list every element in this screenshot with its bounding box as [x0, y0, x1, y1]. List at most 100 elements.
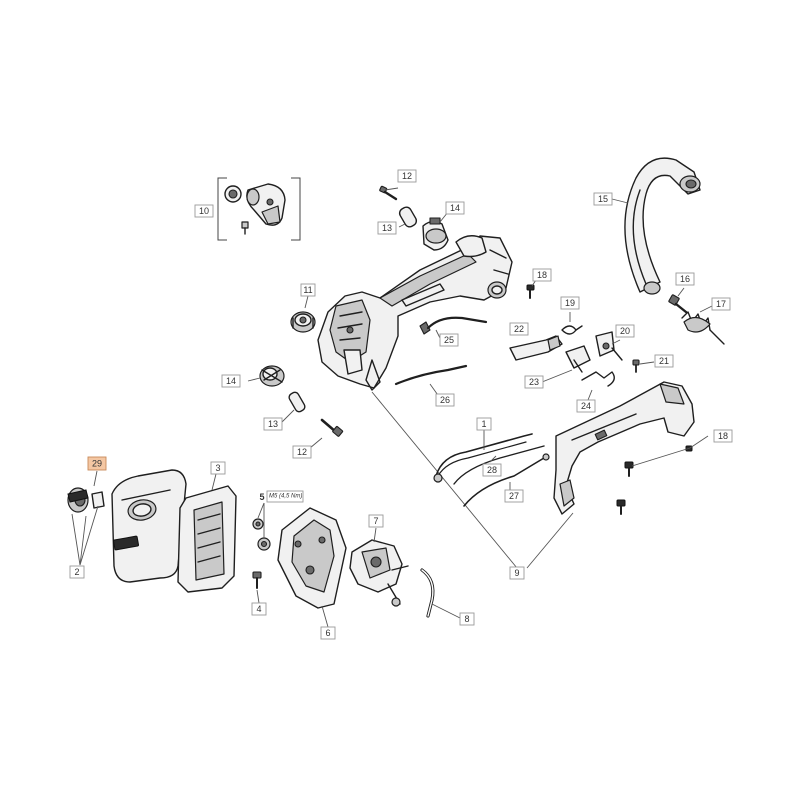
svg-text:29: 29 [92, 459, 102, 469]
svg-text:13: 13 [268, 419, 278, 429]
callout-8: 8 [459, 612, 475, 626]
callout-28: 28 [482, 463, 502, 477]
part-29-knob [67, 470, 105, 513]
callout-6: 6 [320, 626, 336, 640]
part-17-spring [681, 305, 725, 345]
part-11-fitting [290, 295, 316, 333]
part-16-bolt [668, 287, 688, 314]
svg-text:21: 21 [659, 356, 669, 366]
callout-7: 7 [368, 514, 384, 528]
svg-text:14: 14 [226, 376, 236, 386]
part-15-front-handle [611, 157, 701, 295]
svg-text:25: 25 [444, 335, 454, 345]
svg-text:23: 23 [529, 377, 539, 387]
svg-text:3: 3 [215, 463, 220, 473]
part-9-side-handle [553, 381, 695, 515]
callout-27: 27 [504, 489, 524, 503]
part-2-filter-cover [71, 469, 187, 583]
svg-text:7: 7 [373, 516, 378, 526]
part-1-rod [433, 430, 533, 483]
part-5-torque-spec: M5 (4,5 Nm) [269, 494, 302, 500]
part-18-screw-top [526, 279, 537, 299]
svg-text:19: 19 [565, 298, 575, 308]
callout-15: 15 [593, 192, 613, 206]
svg-text:2: 2 [74, 567, 79, 577]
callout-13-left: 13 [263, 417, 283, 431]
callout-18-right: 18 [713, 429, 733, 443]
callout-16: 16 [675, 272, 695, 286]
svg-text:16: 16 [680, 274, 690, 284]
part-9-leaders [371, 391, 574, 569]
callout-14-left: 14 [221, 374, 241, 388]
svg-text:18: 18 [537, 270, 547, 280]
part-21-screw [632, 359, 655, 373]
part-23-trigger [541, 345, 591, 383]
part-3-air-filter [177, 473, 237, 593]
svg-text:10: 10 [199, 206, 209, 216]
svg-text:8: 8 [464, 614, 469, 624]
svg-text:27: 27 [509, 491, 519, 501]
svg-text:18: 18 [718, 431, 728, 441]
part-26-hose [394, 364, 468, 399]
svg-text:4: 4 [256, 604, 261, 614]
callout-2: 2 [69, 565, 85, 579]
callout-25: 25 [439, 333, 459, 347]
part-18-screws-right [616, 435, 709, 515]
part-19-spring [561, 312, 583, 335]
svg-text:9: 9 [514, 568, 519, 578]
part-20-trigger [595, 331, 623, 361]
part-12-bolt-top [379, 185, 399, 201]
svg-text:5: 5 [259, 492, 264, 502]
callout-21: 21 [654, 354, 674, 368]
part-22-lever [509, 335, 563, 361]
callout-14-top: 14 [445, 201, 465, 215]
callout-22: 22 [509, 322, 529, 336]
callout-17: 17 [711, 297, 731, 311]
callout-1: 1 [476, 417, 492, 431]
svg-text:28: 28 [487, 465, 497, 475]
callout-24: 24 [576, 399, 596, 413]
svg-text:24: 24 [581, 401, 591, 411]
callout-26: 26 [435, 393, 455, 407]
part-4-screw [252, 571, 262, 604]
svg-text:26: 26 [440, 395, 450, 405]
callout-19: 19 [560, 296, 580, 310]
part-25-hose [419, 316, 488, 339]
part-10-intake-elbow [217, 177, 301, 241]
callout-12-top: 12 [397, 169, 417, 183]
svg-text:12: 12 [297, 447, 307, 457]
callout-9: 9 [509, 566, 525, 580]
part-8-fuel-line [420, 568, 461, 619]
callout-23: 23 [524, 375, 544, 389]
svg-text:6: 6 [325, 628, 330, 638]
part-27-cable [463, 453, 550, 507]
part-12-bolt-left [309, 418, 344, 449]
svg-text:12: 12 [402, 171, 412, 181]
svg-text:1: 1 [481, 419, 486, 429]
svg-text:15: 15 [598, 194, 608, 204]
callout-29-highlighted: 29 [87, 456, 107, 471]
svg-text:14: 14 [450, 203, 460, 213]
part-6-filter-base [277, 507, 347, 628]
svg-text:22: 22 [514, 324, 524, 334]
callout-20: 20 [615, 324, 635, 338]
part-7-carburetor [349, 527, 409, 607]
rear-handle-housing [317, 235, 513, 391]
part-28-cable [453, 445, 545, 485]
callout-4: 4 [251, 602, 267, 616]
callout-11: 11 [300, 283, 316, 297]
part-13-sleeve-left [281, 391, 306, 423]
part-5-screws [252, 502, 271, 551]
callout-5: 5 M5 (4,5 Nm) [259, 490, 304, 503]
svg-text:20: 20 [620, 326, 630, 336]
part-14-damper-top [422, 211, 449, 251]
callout-18-top: 18 [532, 268, 552, 282]
part-13-sleeve-top [398, 206, 418, 228]
svg-text:13: 13 [382, 223, 392, 233]
svg-text:11: 11 [303, 285, 312, 295]
callout-13-top: 13 [377, 221, 397, 235]
callout-3: 3 [210, 461, 226, 475]
part-14-damper-left [247, 365, 285, 387]
callout-12-left: 12 [292, 445, 312, 459]
